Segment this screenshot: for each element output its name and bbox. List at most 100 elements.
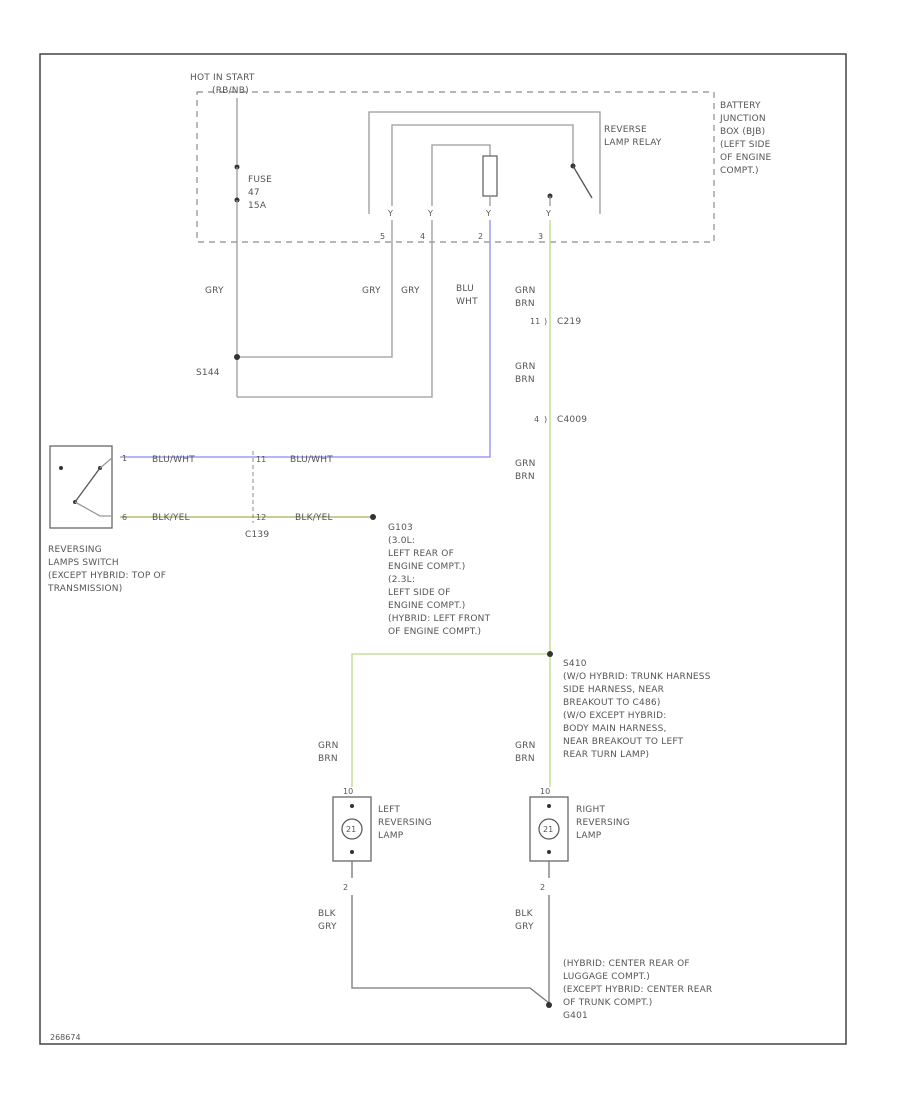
svg-text:BLK: BLK	[515, 909, 534, 919]
svg-text:(LEFT SIDE: (LEFT SIDE	[720, 140, 771, 150]
svg-text:NEAR BREAKOUT TO LEFT: NEAR BREAKOUT TO LEFT	[563, 737, 684, 747]
left-reversing-lamp-label: LEFT REVERSING LAMP	[378, 805, 432, 841]
svg-text:BLU: BLU	[456, 284, 474, 294]
reverse-lamp-relay	[368, 111, 601, 214]
svg-text:ENGINE COMPT.): ENGINE COMPT.)	[388, 562, 466, 572]
svg-text:BLU/WHT: BLU/WHT	[290, 455, 333, 465]
svg-text:GRY: GRY	[515, 922, 534, 932]
svg-text:COMPT.): COMPT.)	[720, 166, 759, 176]
connector-c4009: 4 ) C4009	[534, 415, 587, 425]
svg-text:Y: Y	[387, 209, 393, 218]
svg-text:): )	[544, 415, 547, 424]
svg-text:): )	[544, 317, 547, 326]
svg-text:OF TRUNK COMPT.): OF TRUNK COMPT.)	[563, 998, 653, 1008]
svg-text:47: 47	[248, 188, 260, 198]
svg-text:REVERSING: REVERSING	[48, 545, 102, 555]
svg-text:BODY MAIN HARNESS,: BODY MAIN HARNESS,	[563, 724, 667, 734]
right-reversing-lamp: 21 10 2	[529, 787, 569, 892]
svg-text:(EXCEPT HYBRID: CENTER REAR: (EXCEPT HYBRID: CENTER REAR	[563, 985, 712, 995]
splice-s144-dot	[234, 354, 240, 360]
svg-text:2: 2	[343, 883, 348, 892]
svg-text:BRN: BRN	[515, 299, 535, 309]
svg-text:11: 11	[256, 455, 266, 464]
ground-g401-label: (HYBRID: CENTER REAR OF LUGGAGE COMPT.) …	[563, 959, 712, 1021]
svg-text:S410: S410	[563, 659, 587, 669]
splice-s410-dot	[547, 651, 553, 657]
reverse-lamp-relay-label: REVERSE LAMP RELAY	[604, 125, 662, 148]
battery-junction-box	[196, 91, 715, 243]
ground-g103-label: G103 (3.0L: LEFT REAR OF ENGINE COMPT.) …	[388, 523, 491, 637]
svg-text:BRN: BRN	[515, 472, 535, 482]
svg-text:15A: 15A	[248, 201, 267, 211]
svg-text:2: 2	[478, 232, 483, 241]
grn-brn-wire: GRN BRN GRN BRN GRN BRN GRN BRN GRN BRN	[318, 220, 553, 787]
svg-text:C219: C219	[557, 317, 581, 327]
svg-text:1: 1	[122, 454, 127, 463]
blu-wht-wire: BLU WHT BLU/WHT BLU/WHT	[120, 220, 491, 465]
svg-text:LAMP: LAMP	[378, 831, 404, 841]
svg-text:BRN: BRN	[318, 754, 338, 764]
ground-g103-dot	[370, 514, 376, 520]
svg-text:C139: C139	[245, 530, 269, 540]
svg-text:TRANSMISSION): TRANSMISSION)	[47, 584, 122, 594]
svg-text:FUSE: FUSE	[248, 175, 272, 185]
svg-text:S144: S144	[196, 368, 220, 378]
svg-text:BLK: BLK	[318, 909, 337, 919]
svg-text:SIDE HARNESS, NEAR: SIDE HARNESS, NEAR	[563, 685, 664, 695]
svg-text:WHT: WHT	[456, 297, 478, 307]
svg-text:LAMP RELAY: LAMP RELAY	[604, 138, 662, 148]
svg-text:5: 5	[380, 232, 385, 241]
svg-text:(W/O EXCEPT HYBRID:: (W/O EXCEPT HYBRID:	[563, 711, 666, 721]
svg-text:LUGGAGE COMPT.): LUGGAGE COMPT.)	[563, 972, 650, 982]
svg-text:21: 21	[543, 825, 553, 834]
svg-text:GRY: GRY	[318, 922, 337, 932]
blk-yel-wire: BLK/YEL BLK/YEL	[120, 513, 376, 523]
svg-text:6: 6	[122, 513, 127, 522]
svg-text:LAMP: LAMP	[576, 831, 602, 841]
svg-text:(HYBRID: LEFT FRONT: (HYBRID: LEFT FRONT	[388, 614, 491, 624]
relay-switch-contact	[572, 165, 593, 199]
svg-text:BATTERY: BATTERY	[720, 101, 761, 111]
svg-text:G401: G401	[563, 1011, 588, 1021]
svg-text:12: 12	[256, 513, 266, 522]
svg-text:(W/O HYBRID: TRUNK HARNESS: (W/O HYBRID: TRUNK HARNESS	[563, 672, 711, 682]
svg-text:REAR TURN LAMP): REAR TURN LAMP)	[563, 750, 649, 760]
svg-text:BOX (BJB): BOX (BJB)	[720, 127, 765, 137]
reversing-lamps-switch: 1 6	[49, 445, 127, 529]
svg-text:(2.3L:: (2.3L:	[388, 575, 415, 585]
svg-text:(EXCEPT HYBRID: TOP OF: (EXCEPT HYBRID: TOP OF	[48, 571, 166, 581]
svg-text:GRN: GRN	[515, 286, 536, 296]
splice-s410-label: S410 (W/O HYBRID: TRUNK HARNESS SIDE HAR…	[563, 659, 711, 760]
diagram-frame	[39, 53, 847, 1045]
svg-text:LEFT: LEFT	[378, 805, 400, 815]
svg-text:BREAKOUT TO C486): BREAKOUT TO C486)	[563, 698, 661, 708]
svg-text:(RB/NB): (RB/NB)	[212, 86, 249, 96]
svg-text:GRN: GRN	[515, 459, 536, 469]
svg-text:Y: Y	[427, 209, 433, 218]
svg-text:GRY: GRY	[362, 286, 381, 296]
svg-text:GRN: GRN	[515, 741, 536, 751]
svg-text:REVERSING: REVERSING	[378, 818, 432, 828]
svg-text:GRY: GRY	[205, 286, 224, 296]
svg-text:HOT IN START: HOT IN START	[190, 73, 255, 83]
svg-text:BRN: BRN	[515, 754, 535, 764]
svg-text:LEFT SIDE OF: LEFT SIDE OF	[388, 588, 451, 598]
svg-text:(3.0L:: (3.0L:	[388, 536, 415, 546]
svg-text:BRN: BRN	[515, 375, 535, 385]
svg-text:4: 4	[534, 415, 539, 424]
svg-text:BLU/WHT: BLU/WHT	[152, 455, 195, 465]
svg-text:OF ENGINE COMPT.): OF ENGINE COMPT.)	[388, 627, 481, 637]
right-reversing-lamp-label: RIGHT REVERSING LAMP	[576, 805, 630, 841]
hot-in-start-label: HOT IN START (RB/NB)	[190, 73, 255, 96]
ground-g401-dot	[546, 1002, 552, 1008]
blk-gry-wires: BLK GRY BLK GRY	[318, 861, 552, 1008]
svg-text:10: 10	[343, 787, 353, 796]
left-reversing-lamp: 21 10 2	[332, 787, 372, 892]
svg-text:BLK/YEL: BLK/YEL	[152, 513, 190, 523]
svg-text:ENGINE COMPT.): ENGINE COMPT.)	[388, 601, 466, 611]
svg-text:21: 21	[346, 825, 356, 834]
gry-wires: S144 GRY GRY GRY	[196, 200, 433, 398]
svg-text:JUNCTION: JUNCTION	[719, 114, 766, 124]
connector-c219: 11 ) C219	[530, 317, 581, 327]
